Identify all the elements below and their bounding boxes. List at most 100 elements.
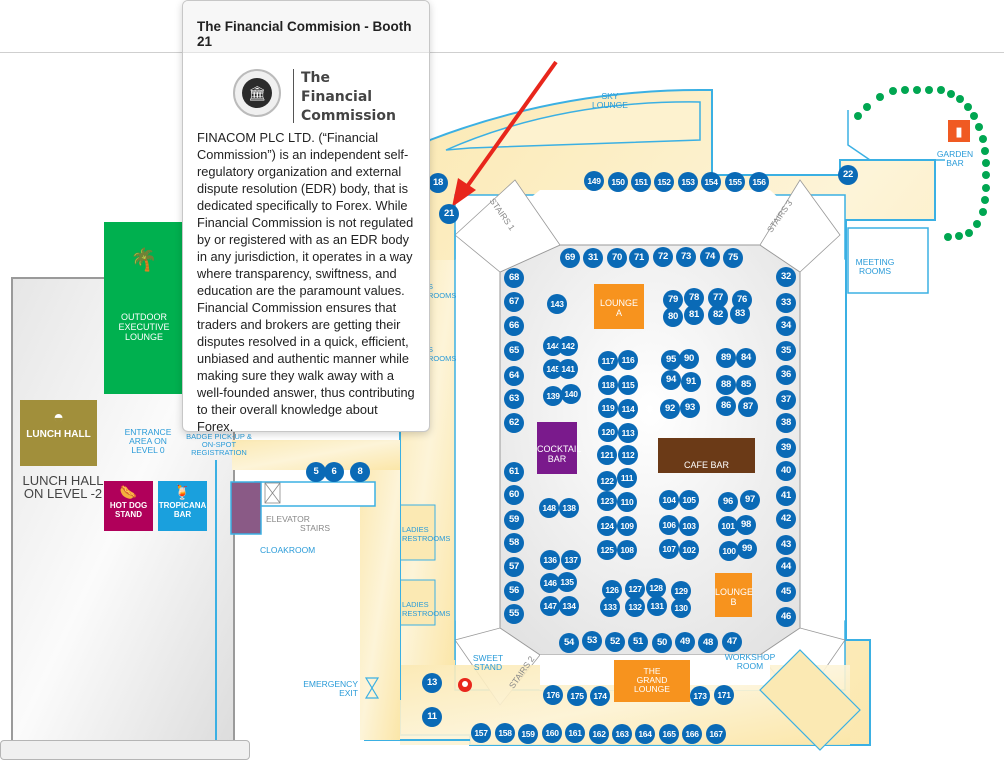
booth-176[interactable]: 176 (543, 685, 563, 705)
booth-158[interactable]: 158 (495, 723, 515, 743)
grand-lounge[interactable]: THE GRAND LOUNGE (614, 660, 690, 702)
cafe-bar[interactable]: CAFE BAR (658, 438, 755, 473)
booth-104[interactable]: 104 (659, 490, 679, 510)
booth-123[interactable]: 123 (597, 491, 617, 511)
booth-162[interactable]: 162 (589, 724, 609, 744)
booth-116[interactable]: 116 (618, 350, 638, 370)
booth-74[interactable]: 74 (700, 247, 720, 267)
booth-105[interactable]: 105 (679, 490, 699, 510)
booth-121[interactable]: 121 (597, 445, 617, 465)
booth-117[interactable]: 117 (598, 351, 618, 371)
booth-65[interactable]: 65 (504, 341, 524, 361)
booth-52[interactable]: 52 (605, 632, 625, 652)
booth-108[interactable]: 108 (617, 540, 637, 560)
booth-18[interactable]: 18 (428, 173, 448, 193)
booth-124[interactable]: 124 (597, 516, 617, 536)
booth-93[interactable]: 93 (680, 398, 700, 418)
booth-122[interactable]: 122 (597, 471, 617, 491)
booth-63[interactable]: 63 (504, 389, 524, 409)
booth-38[interactable]: 38 (776, 413, 796, 433)
booth-72[interactable]: 72 (653, 247, 673, 267)
booth-139[interactable]: 139 (543, 386, 563, 406)
booth-135[interactable]: 135 (557, 572, 577, 592)
booth-119[interactable]: 119 (598, 398, 618, 418)
booth-54[interactable]: 54 (559, 633, 579, 653)
booth-150[interactable]: 150 (608, 172, 628, 192)
booth-107[interactable]: 107 (659, 539, 679, 559)
booth-110[interactable]: 110 (617, 492, 637, 512)
booth-133[interactable]: 133 (600, 597, 620, 617)
booth-120[interactable]: 120 (598, 422, 618, 442)
booth-160[interactable]: 160 (542, 723, 562, 743)
booth-132[interactable]: 132 (625, 597, 645, 617)
booth-90[interactable]: 90 (679, 349, 699, 369)
lunch-hall-badge[interactable]: ◓ LUNCH HALL (20, 400, 97, 466)
booth-62[interactable]: 62 (504, 413, 524, 433)
booth-42[interactable]: 42 (776, 509, 796, 529)
booth-81[interactable]: 81 (684, 305, 704, 325)
booth-167[interactable]: 167 (706, 724, 726, 744)
booth-175[interactable]: 175 (567, 686, 587, 706)
booth-127[interactable]: 127 (625, 579, 645, 599)
booth-103[interactable]: 103 (679, 516, 699, 536)
booth-68[interactable]: 68 (504, 268, 524, 288)
booth-60[interactable]: 60 (504, 485, 524, 505)
booth-153[interactable]: 153 (678, 172, 698, 192)
booth-152[interactable]: 152 (654, 172, 674, 192)
booth-165[interactable]: 165 (659, 724, 679, 744)
booth-51[interactable]: 51 (628, 632, 648, 652)
booth-84[interactable]: 84 (736, 348, 756, 368)
booth-138[interactable]: 138 (559, 498, 579, 518)
booth-47[interactable]: 47 (722, 632, 742, 652)
booth-5[interactable]: 5 (306, 462, 326, 482)
booth-102[interactable]: 102 (679, 540, 699, 560)
booth-128[interactable]: 128 (646, 578, 666, 598)
hot-dog-stand[interactable]: 🌭 HOT DOG STAND (104, 481, 153, 531)
booth-58[interactable]: 58 (504, 533, 524, 553)
booth-46[interactable]: 46 (776, 607, 796, 627)
booth-80[interactable]: 80 (663, 307, 683, 327)
booth-140[interactable]: 140 (561, 384, 581, 404)
booth-112[interactable]: 112 (618, 445, 638, 465)
booth-35[interactable]: 35 (776, 341, 796, 361)
booth-40[interactable]: 40 (776, 461, 796, 481)
booth-59[interactable]: 59 (504, 510, 524, 530)
booth-146[interactable]: 146 (540, 573, 560, 593)
booth-101[interactable]: 101 (718, 516, 738, 536)
booth-113[interactable]: 113 (618, 423, 638, 443)
booth-141[interactable]: 141 (558, 359, 578, 379)
booth-50[interactable]: 50 (652, 633, 672, 653)
booth-48[interactable]: 48 (698, 633, 718, 653)
booth-142[interactable]: 142 (558, 336, 578, 356)
booth-78[interactable]: 78 (684, 288, 704, 308)
booth-32[interactable]: 32 (776, 267, 796, 287)
booth-118[interactable]: 118 (598, 375, 618, 395)
booth-56[interactable]: 56 (504, 581, 524, 601)
booth-79[interactable]: 79 (663, 290, 683, 310)
booth-85[interactable]: 85 (736, 375, 756, 395)
booth-163[interactable]: 163 (612, 724, 632, 744)
booth-134[interactable]: 134 (559, 596, 579, 616)
booth-174[interactable]: 174 (590, 686, 610, 706)
tropicana-bar[interactable]: 🍹 TROPICANA BAR (158, 481, 207, 531)
bottom-panel[interactable] (0, 740, 250, 760)
booth-36[interactable]: 36 (776, 365, 796, 385)
booth-43[interactable]: 43 (776, 535, 796, 555)
booth-34[interactable]: 34 (776, 316, 796, 336)
booth-171[interactable]: 171 (714, 685, 734, 705)
booth-148[interactable]: 148 (539, 498, 559, 518)
booth-33[interactable]: 33 (776, 293, 796, 313)
booth-166[interactable]: 166 (682, 724, 702, 744)
booth-61[interactable]: 61 (504, 462, 524, 482)
booth-136[interactable]: 136 (540, 550, 560, 570)
booth-129[interactable]: 129 (671, 581, 691, 601)
booth-149[interactable]: 149 (584, 171, 604, 191)
booth-125[interactable]: 125 (597, 540, 617, 560)
booth-45[interactable]: 45 (776, 582, 796, 602)
booth-71[interactable]: 71 (629, 248, 649, 268)
booth-159[interactable]: 159 (518, 724, 538, 744)
booth-53[interactable]: 53 (582, 631, 602, 651)
booth-155[interactable]: 155 (725, 172, 745, 192)
booth-87[interactable]: 87 (738, 397, 758, 417)
